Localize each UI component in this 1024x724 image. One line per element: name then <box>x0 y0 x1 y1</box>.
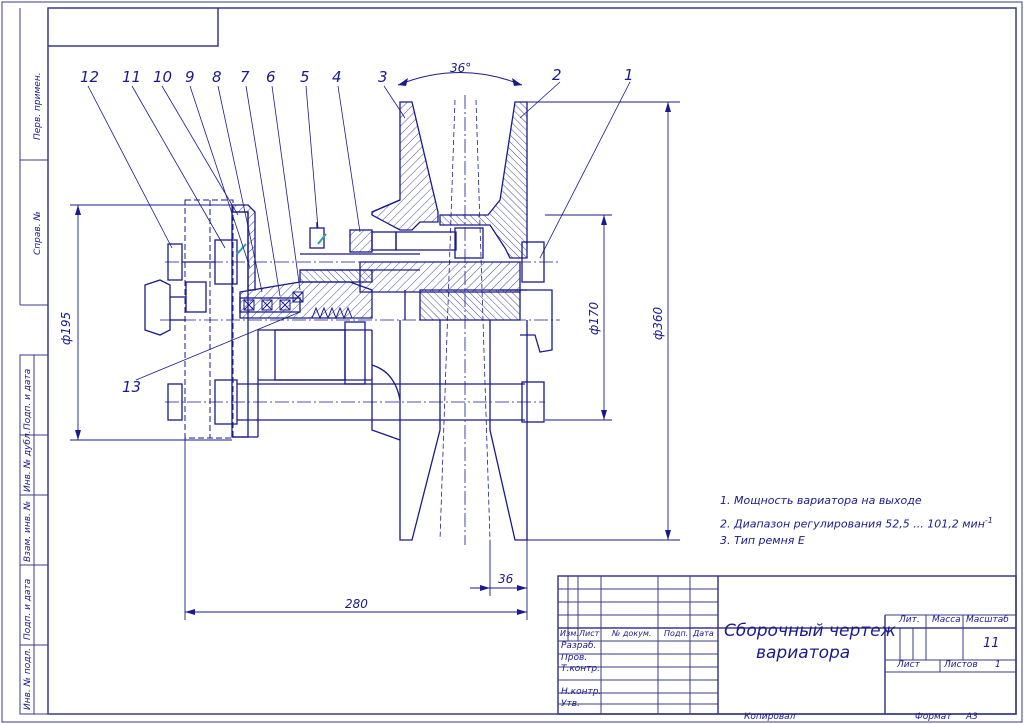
part-label-2: 2 <box>552 66 562 84</box>
sheets-label: Листов <box>944 660 978 670</box>
dim-arrows <box>75 102 671 615</box>
adjust-knob <box>144 279 207 336</box>
screw-5 <box>309 222 325 249</box>
part-label-7: 7 <box>240 68 250 86</box>
part-label-6: 6 <box>266 68 276 86</box>
side-stamp-3: Инв. № дубл. <box>23 430 33 492</box>
note-2-sup: -1 <box>984 516 993 525</box>
mass-label: Масса <box>932 615 961 625</box>
dim-label-280: 280 <box>345 597 368 611</box>
dim-170 <box>545 214 612 421</box>
row-prov: Пров. <box>561 653 588 663</box>
screw-4 <box>349 229 397 253</box>
assembly-drawing <box>70 72 680 620</box>
title-main: Сборочный чертеж вариатора <box>724 620 896 664</box>
dim-label-170: ф170 <box>587 301 601 335</box>
title-line-2: вариатора <box>756 643 851 663</box>
bolt-upper <box>167 239 238 285</box>
head-izm: Изм. <box>560 629 579 638</box>
part-label-12: 12 <box>80 68 99 86</box>
title-block <box>557 575 1017 715</box>
dim-label-195: ф195 <box>59 312 73 345</box>
angle-arc <box>397 72 523 86</box>
dim-280 <box>184 438 528 620</box>
row-razrab: Разраб. <box>561 641 597 651</box>
angle-arrows <box>398 78 522 86</box>
scale-value: 11 <box>983 636 1000 651</box>
note-1: 1. Мощность вариатора на выходе <box>720 494 922 507</box>
side-stamp-2: Подп. и дата <box>23 369 33 430</box>
part-label-4: 4 <box>332 68 342 86</box>
shaft-key <box>404 289 553 353</box>
head-list: Лист <box>579 629 600 638</box>
hub-section <box>239 269 373 320</box>
part-label-11: 11 <box>122 68 141 86</box>
bolt-rods <box>237 241 545 423</box>
part-label-1: 1 <box>624 66 634 84</box>
sheets-value: 1 <box>995 660 1001 670</box>
dim-label-360: ф360 <box>651 306 665 340</box>
copied-label: Копировал <box>744 712 796 722</box>
lit-label: Лит. <box>899 615 920 625</box>
dim-labels: 36° ф195 ф170 ф360 36 280 <box>59 61 665 611</box>
note-3: 3. Тип ремня Е <box>720 534 805 547</box>
part-label-8: 8 <box>212 68 222 86</box>
head-data: Дата <box>693 629 714 638</box>
side-stamp-0: Перв. примен. <box>33 72 43 140</box>
part-label-3: 3 <box>378 68 388 86</box>
central-sleeve <box>359 227 521 293</box>
seal-marks <box>236 233 327 255</box>
side-stamp-5: Подп. и дата <box>23 579 33 640</box>
row-tkontr: Т.контр. <box>561 664 601 674</box>
side-stamp-6: Инв. № подл. <box>23 648 33 710</box>
leader-lines <box>87 81 631 381</box>
bearings <box>243 291 304 311</box>
note-2-text: 2. Диапазон регулирования 52,5 ... 101,2… <box>720 517 985 531</box>
format-value: А3 <box>966 712 978 722</box>
part-label-13: 13 <box>122 378 141 396</box>
belt-groove <box>439 99 491 541</box>
part-label-9: 9 <box>185 68 195 86</box>
dim-360 <box>527 101 680 541</box>
head-podp: Подп. <box>664 629 689 638</box>
housing-left <box>184 199 234 439</box>
part-label-10: 10 <box>153 68 172 86</box>
head-docnum: № докум. <box>612 629 652 638</box>
dim-label-angle: 36° <box>450 61 471 75</box>
format-label: Формат <box>915 712 952 722</box>
part-labels: 12 11 10 9 8 7 6 5 4 3 2 1 13 <box>80 66 634 396</box>
bolt-lower <box>167 379 238 425</box>
dim-label-36: 36 <box>498 572 514 586</box>
row-utv: Утв. <box>561 699 580 709</box>
sheet-label: Лист <box>897 660 920 670</box>
note-2: 2. Диапазон регулирования 52,5 ... 101,2… <box>720 516 993 531</box>
spring <box>311 306 353 320</box>
part-label-5: 5 <box>300 68 310 86</box>
title-line-1: Сборочный чертеж <box>724 621 896 641</box>
dim-195 <box>70 204 232 441</box>
scale-label: Масштаб <box>966 615 1009 625</box>
side-stamps: Перв. примен. Справ. № Подп. и дата Инв.… <box>23 72 43 710</box>
pulley-left-half <box>371 101 441 541</box>
side-stamp-1: Справ. № <box>33 211 43 255</box>
side-stamp-4: Взам. инв. № <box>23 501 33 562</box>
row-nkontr: Н.контр. <box>561 687 602 697</box>
